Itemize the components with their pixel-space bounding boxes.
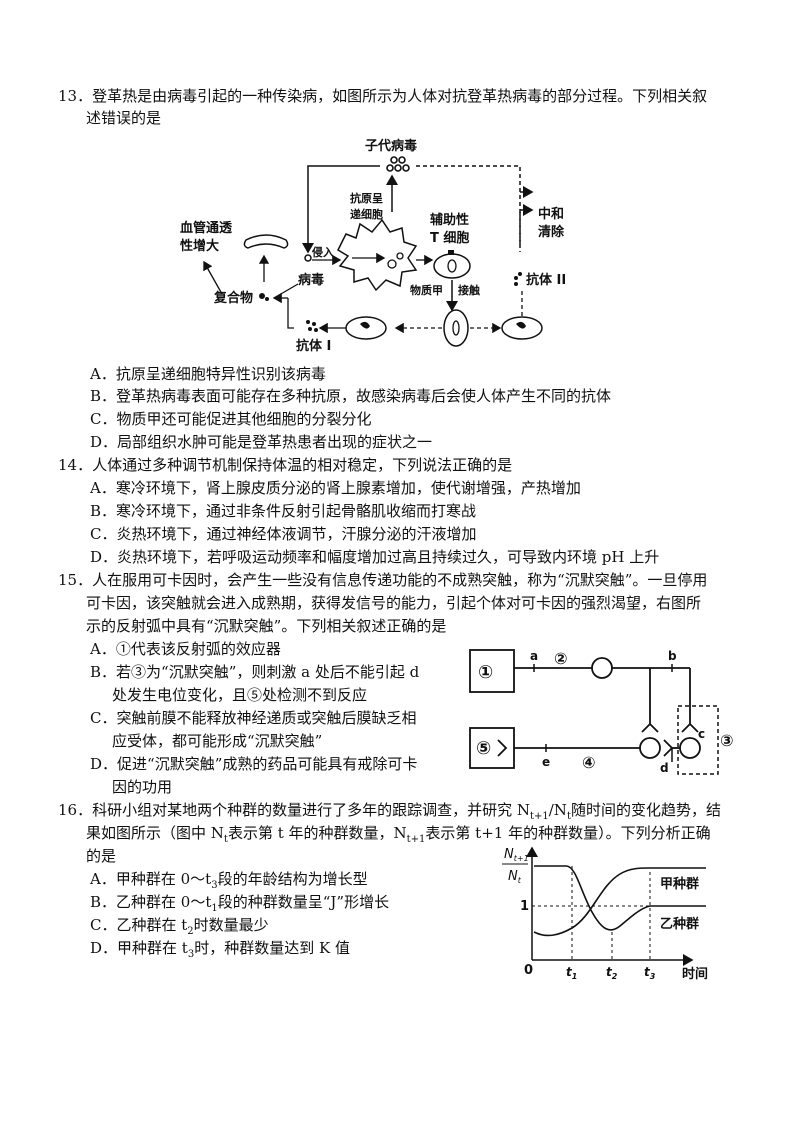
q16-option-c: C．乙种群在 t2时数量最少: [90, 916, 269, 937]
x-tick-t1: t1: [566, 965, 577, 981]
silent-synapse-box: [677, 705, 719, 775]
label-substance-a: 物质甲: [410, 283, 443, 297]
q16-population-graph: Nt+1 Nt 0 时间 1 t1 t2 t3 甲种群 乙种群: [502, 846, 708, 982]
label-apc-1: 抗原呈: [350, 191, 383, 205]
label-th-2: T 细胞: [430, 230, 469, 246]
virus-icon: [304, 254, 312, 262]
q15-option-c-line1: C．突触前膜不能释放神经递质或突触后膜缺乏相: [90, 709, 417, 727]
label-vascular-2: 性增大: [180, 238, 219, 254]
q13-option-a: A．抗原呈递细胞特异性识别该病毒: [90, 365, 326, 383]
q15-option-b-line2: 处发生电位变化，且⑤处检测不到反应: [112, 686, 368, 704]
label-apc-2: 递细胞: [350, 207, 383, 221]
q13-stem-line2: 述错误的是: [86, 109, 162, 127]
series-yi-line: [534, 865, 706, 931]
antibody-2-icon: [514, 272, 522, 286]
label-neutralize-1: 中和: [538, 206, 564, 222]
q15-stem-line2: 可卡因，该突触就会进入成熟期，获得发信号的能力，引起个体对可卡因的强烈渴望，右图…: [86, 594, 702, 612]
q16-option-b: B．乙种群在 0～t1段的种群数量呈“J”形增长: [90, 893, 390, 914]
label-vascular-1: 血管通透: [180, 220, 232, 236]
receptor-box: [469, 649, 515, 693]
q13-immune-diagram: 子代病毒 中和 清除 抗原呈 递细胞 侵入 病毒 辅助性 T 细胞 物质甲 接触: [180, 138, 566, 354]
q14-option-d: D．炎热环境下，若呼吸运动频率和幅度增加过高且持续过久，可导致内环境 pH 上升: [90, 548, 660, 566]
q16-option-a: A．甲种群在 0～t3段的年龄结构为增长型: [90, 870, 368, 891]
apc-cell-icon: [337, 218, 418, 292]
q14-option-a: A．寒冷环境下，肾上腺皮质分泌的肾上腺素增加，使代谢增强，产热增加: [90, 479, 581, 497]
origin-label: 0: [524, 963, 533, 978]
label-th-1: 辅助性: [430, 212, 469, 228]
q16-stem-line1: 16．科研小组对某地两个种群的数量进行了多年的跟踪调查，并研究 Nt+1/Nt随…: [58, 801, 721, 822]
label-antibody-2: 抗体 II: [526, 272, 566, 288]
label-complex: 复合物: [213, 290, 253, 306]
x-tick-t3: t3: [644, 965, 656, 981]
legend-jia: 甲种群: [660, 876, 699, 892]
q16-stem-line2: 果如图所示（图中 Nt表示第 t 年的种群数量，Nt+1表示第 t+1 年的种群…: [86, 824, 711, 845]
q15-option-b-line1: B．若③为“沉默突触”，则刺激 a 处后不能引起 d: [90, 663, 420, 681]
q15-stem-line1: 15．人在服用可卡因时，会产生一些没有信息传递功能的不成熟突触，称为“沉默突触”…: [58, 571, 708, 589]
label-n3: ③: [720, 731, 734, 750]
y-tick-one: 1: [520, 899, 529, 914]
neuron-body-2: [639, 737, 661, 759]
q13-option-c: C．物质甲还可能促进其他细胞的分裂分化: [90, 410, 372, 428]
q15-option-d-line1: D．促进“沉默突触”成熟的药品可能具有戒除可卡: [90, 755, 418, 773]
label-offspring-virus: 子代病毒: [365, 138, 417, 154]
q16-option-d: D．甲种群在 t3时，种群数量达到 K 值: [90, 939, 350, 960]
q13-stem-line1: 13．登革热是由病毒引起的一种传染病，如图所示为人体对抗登革热病毒的部分过程。下…: [58, 87, 708, 105]
th-cell-icon: [433, 253, 471, 279]
label-neutralize-2: 清除: [538, 224, 565, 240]
effector-box: [469, 727, 515, 769]
q15-option-a: A．①代表该反射弧的效应器: [90, 640, 281, 658]
label-contact: 接触: [458, 283, 480, 297]
label-n5: ⑤: [476, 738, 491, 759]
offspring-virus-icon: [386, 156, 410, 172]
antibody-1-icon: [306, 320, 318, 332]
x-tick-t2: t2: [606, 965, 618, 981]
label-invade: 侵入: [311, 245, 334, 259]
q16-stem-line3: 的是: [86, 847, 117, 865]
b-cell-icon: [443, 309, 469, 347]
label-e: e: [542, 755, 550, 769]
blood-vessel-icon: [243, 234, 289, 249]
label-a: a: [530, 649, 538, 663]
label-virus: 病毒: [298, 272, 324, 288]
legend-yi: 乙种群: [660, 916, 699, 932]
q15-option-c-line2: 应受体，都可能形成“沉默突触”: [112, 732, 323, 750]
q15-reflex-arc-diagram: ① a ② b c ③ d e ④ ⑤: [469, 649, 734, 775]
label-n1: ①: [478, 662, 493, 683]
q15-stem-line3: 示的反射弧中具有“沉默突触”。下列相关叙述正确的是: [86, 617, 447, 635]
q13-option-b: B．登革热病毒表面可能存在多种抗原，故感染病毒后会使人体产生不同的抗体: [90, 387, 612, 405]
neuron-body-3: [679, 737, 701, 759]
q13-option-d: D．局部组织水肿可能是登革热患者出现的症状之一: [90, 433, 433, 451]
q14-option-c: C．炎热环境下，通过神经体液调节，汗腺分泌的汗液增加: [90, 525, 477, 543]
q15-option-d-line2: 因的功用: [112, 778, 173, 796]
series-jia-line: [533, 867, 706, 937]
neuron-body-1: [591, 657, 613, 679]
label-n4: ④: [582, 753, 596, 772]
label-antibody-1: 抗体 I: [296, 338, 331, 354]
q14-option-b: B．寒冷环境下，通过非条件反射引起骨骼肌收缩而打寒战: [90, 502, 477, 520]
x-label: 时间: [682, 966, 708, 982]
label-d: d: [660, 761, 669, 775]
label-n2: ②: [554, 649, 568, 668]
label-b: b: [668, 649, 677, 663]
q14-stem: 14．人体通过多种调节机制保持体温的相对稳定，下列说法正确的是: [58, 456, 513, 474]
y-label-numerator: Nt+1: [504, 847, 529, 863]
y-label-denominator: Nt: [508, 869, 522, 885]
label-c: c: [698, 727, 705, 741]
complex-icon: [259, 293, 269, 301]
